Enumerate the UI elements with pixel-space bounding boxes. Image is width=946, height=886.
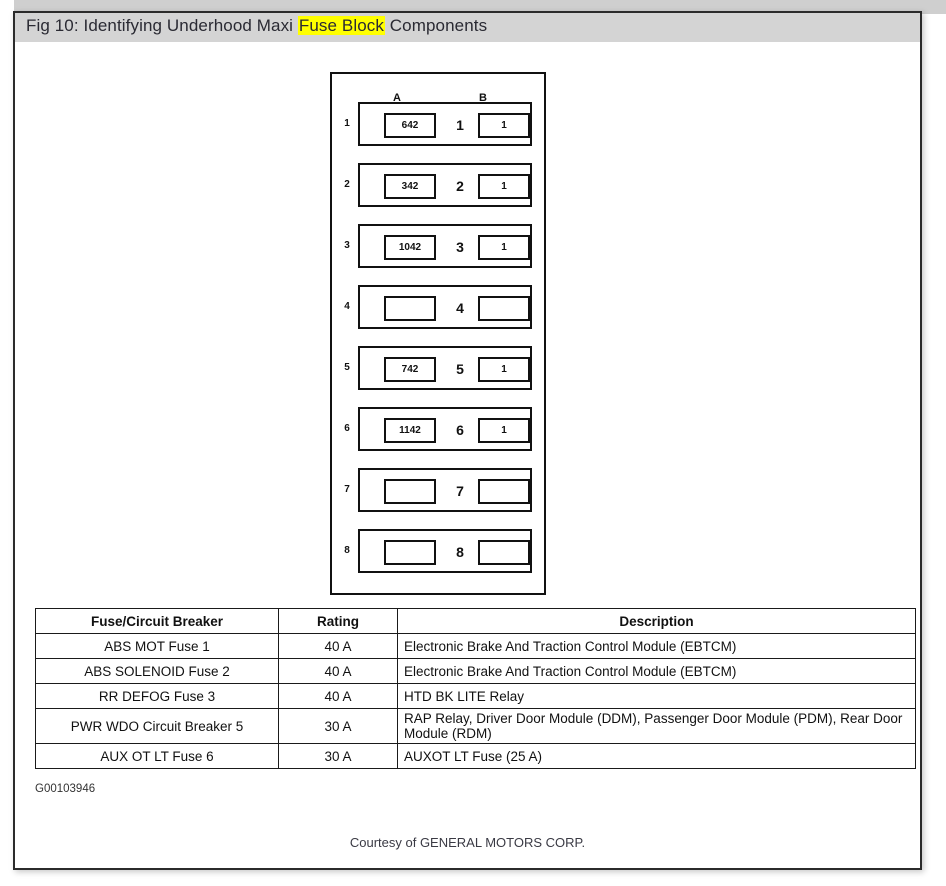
cell-description: RAP Relay, Driver Door Module (DDM), Pas… bbox=[397, 708, 916, 744]
column-header-description: Description bbox=[397, 608, 916, 634]
fuse-cell-b-5: 1 bbox=[478, 357, 530, 382]
fuse-cell-a-1: 642 bbox=[384, 113, 436, 138]
fuse-cell-a-2: 342 bbox=[384, 174, 436, 199]
cell-fuse-name: AUX OT LT Fuse 6 bbox=[35, 743, 279, 769]
fuse-cell-b-7 bbox=[478, 479, 530, 504]
column-header-rating: Rating bbox=[278, 608, 398, 634]
fuse-row-4: 4 bbox=[358, 285, 532, 329]
cell-rating: 30 A bbox=[278, 708, 398, 744]
fuse-row-number-8: 8 bbox=[344, 545, 350, 556]
fuse-cell-b-8 bbox=[478, 540, 530, 565]
fuse-row-number-1: 1 bbox=[344, 118, 350, 129]
fuse-cell-a-5: 742 bbox=[384, 357, 436, 382]
document-panel: Fig 10: Identifying Underhood Maxi Fuse … bbox=[13, 11, 922, 870]
fuse-cell-a-6: 1142 bbox=[384, 418, 436, 443]
fuse-row-number-5: 5 bbox=[344, 362, 350, 373]
fuse-cell-b-1: 1 bbox=[478, 113, 530, 138]
fuse-position-number-3: 3 bbox=[456, 239, 464, 255]
fuse-position-number-4: 4 bbox=[456, 300, 464, 316]
fuse-cell-a-3: 1042 bbox=[384, 235, 436, 260]
cell-fuse-name: ABS SOLENOID Fuse 2 bbox=[35, 658, 279, 684]
fuse-row-number-7: 7 bbox=[344, 484, 350, 495]
fuse-row-number-4: 4 bbox=[344, 301, 350, 312]
cell-description: Electronic Brake And Traction Control Mo… bbox=[397, 633, 916, 659]
column-header-a: A bbox=[393, 92, 401, 104]
header-gray-strip bbox=[0, 0, 946, 14]
fuse-position-number-2: 2 bbox=[456, 178, 464, 194]
cell-description: AUXOT LT Fuse (25 A) bbox=[397, 743, 916, 769]
column-header-fuse: Fuse/Circuit Breaker bbox=[35, 608, 279, 634]
fuse-cell-b-2: 1 bbox=[478, 174, 530, 199]
cell-fuse-name: PWR WDO Circuit Breaker 5 bbox=[35, 708, 279, 744]
column-header-b: B bbox=[479, 92, 487, 104]
fuse-cell-b-6: 1 bbox=[478, 418, 530, 443]
left-gutter bbox=[0, 0, 14, 886]
fuse-spec-table: Fuse/Circuit Breaker Rating Description … bbox=[35, 608, 916, 769]
fuse-row-7: 7 bbox=[358, 468, 532, 512]
fuse-position-number-8: 8 bbox=[456, 544, 464, 560]
fuse-position-number-1: 1 bbox=[456, 117, 464, 133]
fuse-cell-a-7 bbox=[384, 479, 436, 504]
spec-table-head: Fuse/Circuit Breaker Rating Description bbox=[35, 608, 916, 634]
fuse-position-number-7: 7 bbox=[456, 483, 464, 499]
cell-description: Electronic Brake And Traction Control Mo… bbox=[397, 658, 916, 684]
courtesy-note: Courtesy of GENERAL MOTORS CORP. bbox=[349, 835, 586, 850]
fuse-row-number-3: 3 bbox=[344, 240, 350, 251]
fuse-cell-b-3: 1 bbox=[478, 235, 530, 260]
table-header-row: Fuse/Circuit Breaker Rating Description bbox=[35, 608, 916, 634]
fuse-cell-a-4 bbox=[384, 296, 436, 321]
cell-rating: 30 A bbox=[278, 743, 398, 769]
fuse-position-number-5: 5 bbox=[456, 361, 464, 377]
cell-rating: 40 A bbox=[278, 683, 398, 709]
fuse-cell-b-4 bbox=[478, 296, 530, 321]
fuse-cell-a-8 bbox=[384, 540, 436, 565]
cell-rating: 40 A bbox=[278, 633, 398, 659]
cell-fuse-name: ABS MOT Fuse 1 bbox=[35, 633, 279, 659]
fuse-row-number-6: 6 bbox=[344, 423, 350, 434]
fuse-position-number-6: 6 bbox=[456, 422, 464, 438]
cell-fuse-name: RR DEFOG Fuse 3 bbox=[35, 683, 279, 709]
title-prefix: Fig 10: Identifying Underhood Maxi bbox=[26, 16, 298, 35]
figure-code: G00103946 bbox=[35, 783, 96, 795]
cell-rating: 40 A bbox=[278, 658, 398, 684]
figure-title-bar: Fig 10: Identifying Underhood Maxi Fuse … bbox=[15, 13, 920, 42]
title-suffix: Components bbox=[384, 16, 488, 35]
cell-description: HTD BK LITE Relay bbox=[397, 683, 916, 709]
fuse-row-8: 8 bbox=[358, 529, 532, 573]
fuse-row-number-2: 2 bbox=[344, 179, 350, 190]
title-highlight: Fuse Block bbox=[297, 16, 385, 35]
page-title: Fig 10: Identifying Underhood Maxi Fuse … bbox=[26, 16, 487, 36]
